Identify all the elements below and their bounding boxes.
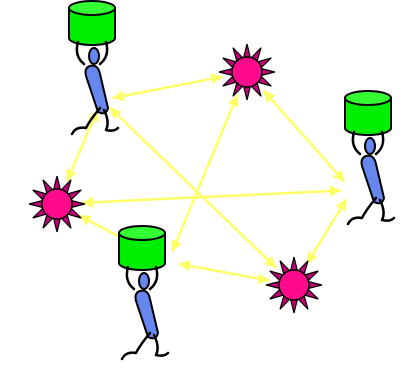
connector-star-bottom-right-to-server-right: [306, 198, 347, 265]
server-bottom-node: [118, 225, 170, 361]
connector-server-top-left-to-star-top: [112, 73, 223, 102]
connector-star-top-to-server-right: [263, 90, 346, 183]
person-carrying-database-icon: [68, 0, 120, 136]
connector-star-left-to-server-right: [81, 185, 342, 208]
server-top-left-node: [68, 0, 120, 136]
sun-star-icon: [265, 256, 323, 314]
connector-server-bottom-to-star-bottom-right: [178, 260, 270, 285]
sun-star-icon: [218, 43, 276, 101]
person-carrying-database-icon: [118, 225, 170, 361]
server-right-node: [344, 90, 396, 226]
star-left-node: [28, 175, 86, 233]
sun-star-icon: [28, 175, 86, 233]
nodes-layer: [28, 0, 396, 361]
connector-star-top-to-server-bottom: [171, 94, 239, 253]
person-carrying-database-icon: [344, 90, 396, 226]
star-top-node: [218, 43, 276, 101]
star-bottom-right-node: [265, 256, 323, 314]
connections-layer: [66, 73, 347, 285]
connector-server-top-left-to-star-left: [66, 109, 99, 182]
